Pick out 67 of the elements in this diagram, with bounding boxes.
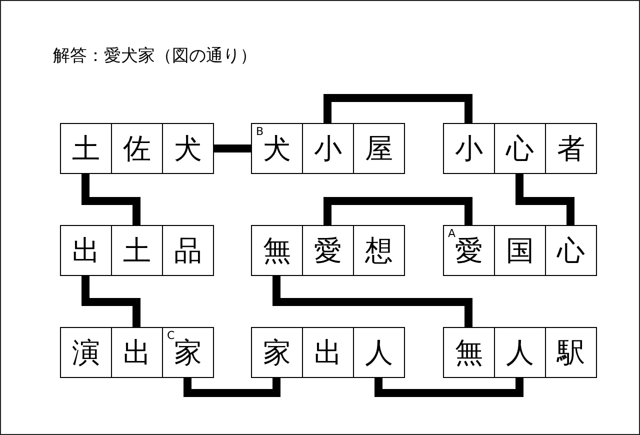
kanji-character: 小: [455, 134, 483, 162]
character-cell: [494, 225, 546, 276]
kanji-character: 家: [174, 338, 202, 366]
kanji-character: 品: [174, 236, 202, 264]
kanji-character: 出: [314, 338, 342, 366]
kanji-character: 犬: [263, 134, 291, 162]
character-cell: [545, 327, 597, 378]
character-cell: [111, 123, 163, 174]
kanji-character: 土: [123, 236, 151, 264]
kanji-character: 愛: [455, 236, 483, 264]
kanji-character: 佐: [123, 134, 151, 162]
character-cell: [494, 327, 546, 378]
character-cell: [545, 123, 597, 174]
connector-line: [82, 276, 140, 327]
kanji-character: 犬: [174, 134, 202, 162]
connector-line: [213, 144, 251, 152]
kanji-character: 人: [506, 338, 534, 366]
kanji-character: 無: [455, 338, 483, 366]
character-cell: [443, 327, 495, 378]
character-cell: [494, 123, 546, 174]
connector-line: [184, 378, 280, 397]
kanji-character: 国: [506, 236, 534, 264]
character-cell: [162, 327, 214, 378]
connector-line: [516, 174, 574, 225]
connector-line: [272, 276, 472, 327]
connector-line: [324, 197, 472, 225]
kanji-character: 駅: [557, 338, 585, 366]
character-cell: [60, 327, 112, 378]
title: 解答：愛犬家（図の通り）: [53, 45, 257, 67]
corner-letter: B: [256, 126, 264, 137]
kanji-character: 小: [314, 134, 342, 162]
character-cell: [353, 225, 405, 276]
character-cell: [251, 327, 303, 378]
character-cell: [251, 123, 303, 174]
character-cell: [162, 225, 214, 276]
character-cell: [302, 123, 354, 174]
connector-line: [374, 378, 524, 397]
kanji-character: 出: [72, 236, 100, 264]
kanji-character: 想: [365, 236, 393, 264]
character-cell: [443, 225, 495, 276]
connector-line: [324, 94, 472, 123]
character-cell: [302, 225, 354, 276]
kanji-character: 愛: [314, 236, 342, 264]
character-cell: [60, 225, 112, 276]
kanji-character: 心: [506, 134, 534, 162]
character-cell: [60, 123, 112, 174]
character-cell: [111, 327, 163, 378]
kanji-character: 者: [557, 134, 585, 162]
kanji-character: 土: [72, 134, 100, 162]
kanji-character: 家: [263, 338, 291, 366]
character-cell: [251, 225, 303, 276]
kanji-character: 屋: [365, 134, 393, 162]
connector-line: [82, 174, 140, 225]
corner-letter: C: [167, 330, 175, 341]
corner-letter: A: [448, 228, 456, 239]
character-cell: [111, 225, 163, 276]
kanji-character: 出: [123, 338, 151, 366]
character-cell: [443, 123, 495, 174]
kanji-character: 無: [263, 236, 291, 264]
character-cell: [302, 327, 354, 378]
kanji-character: 心: [557, 236, 585, 264]
character-cell: [353, 123, 405, 174]
character-cell: [162, 123, 214, 174]
character-cell: [545, 225, 597, 276]
kanji-character: 演: [72, 338, 100, 366]
character-cell: [353, 327, 405, 378]
kanji-character: 人: [365, 338, 393, 366]
